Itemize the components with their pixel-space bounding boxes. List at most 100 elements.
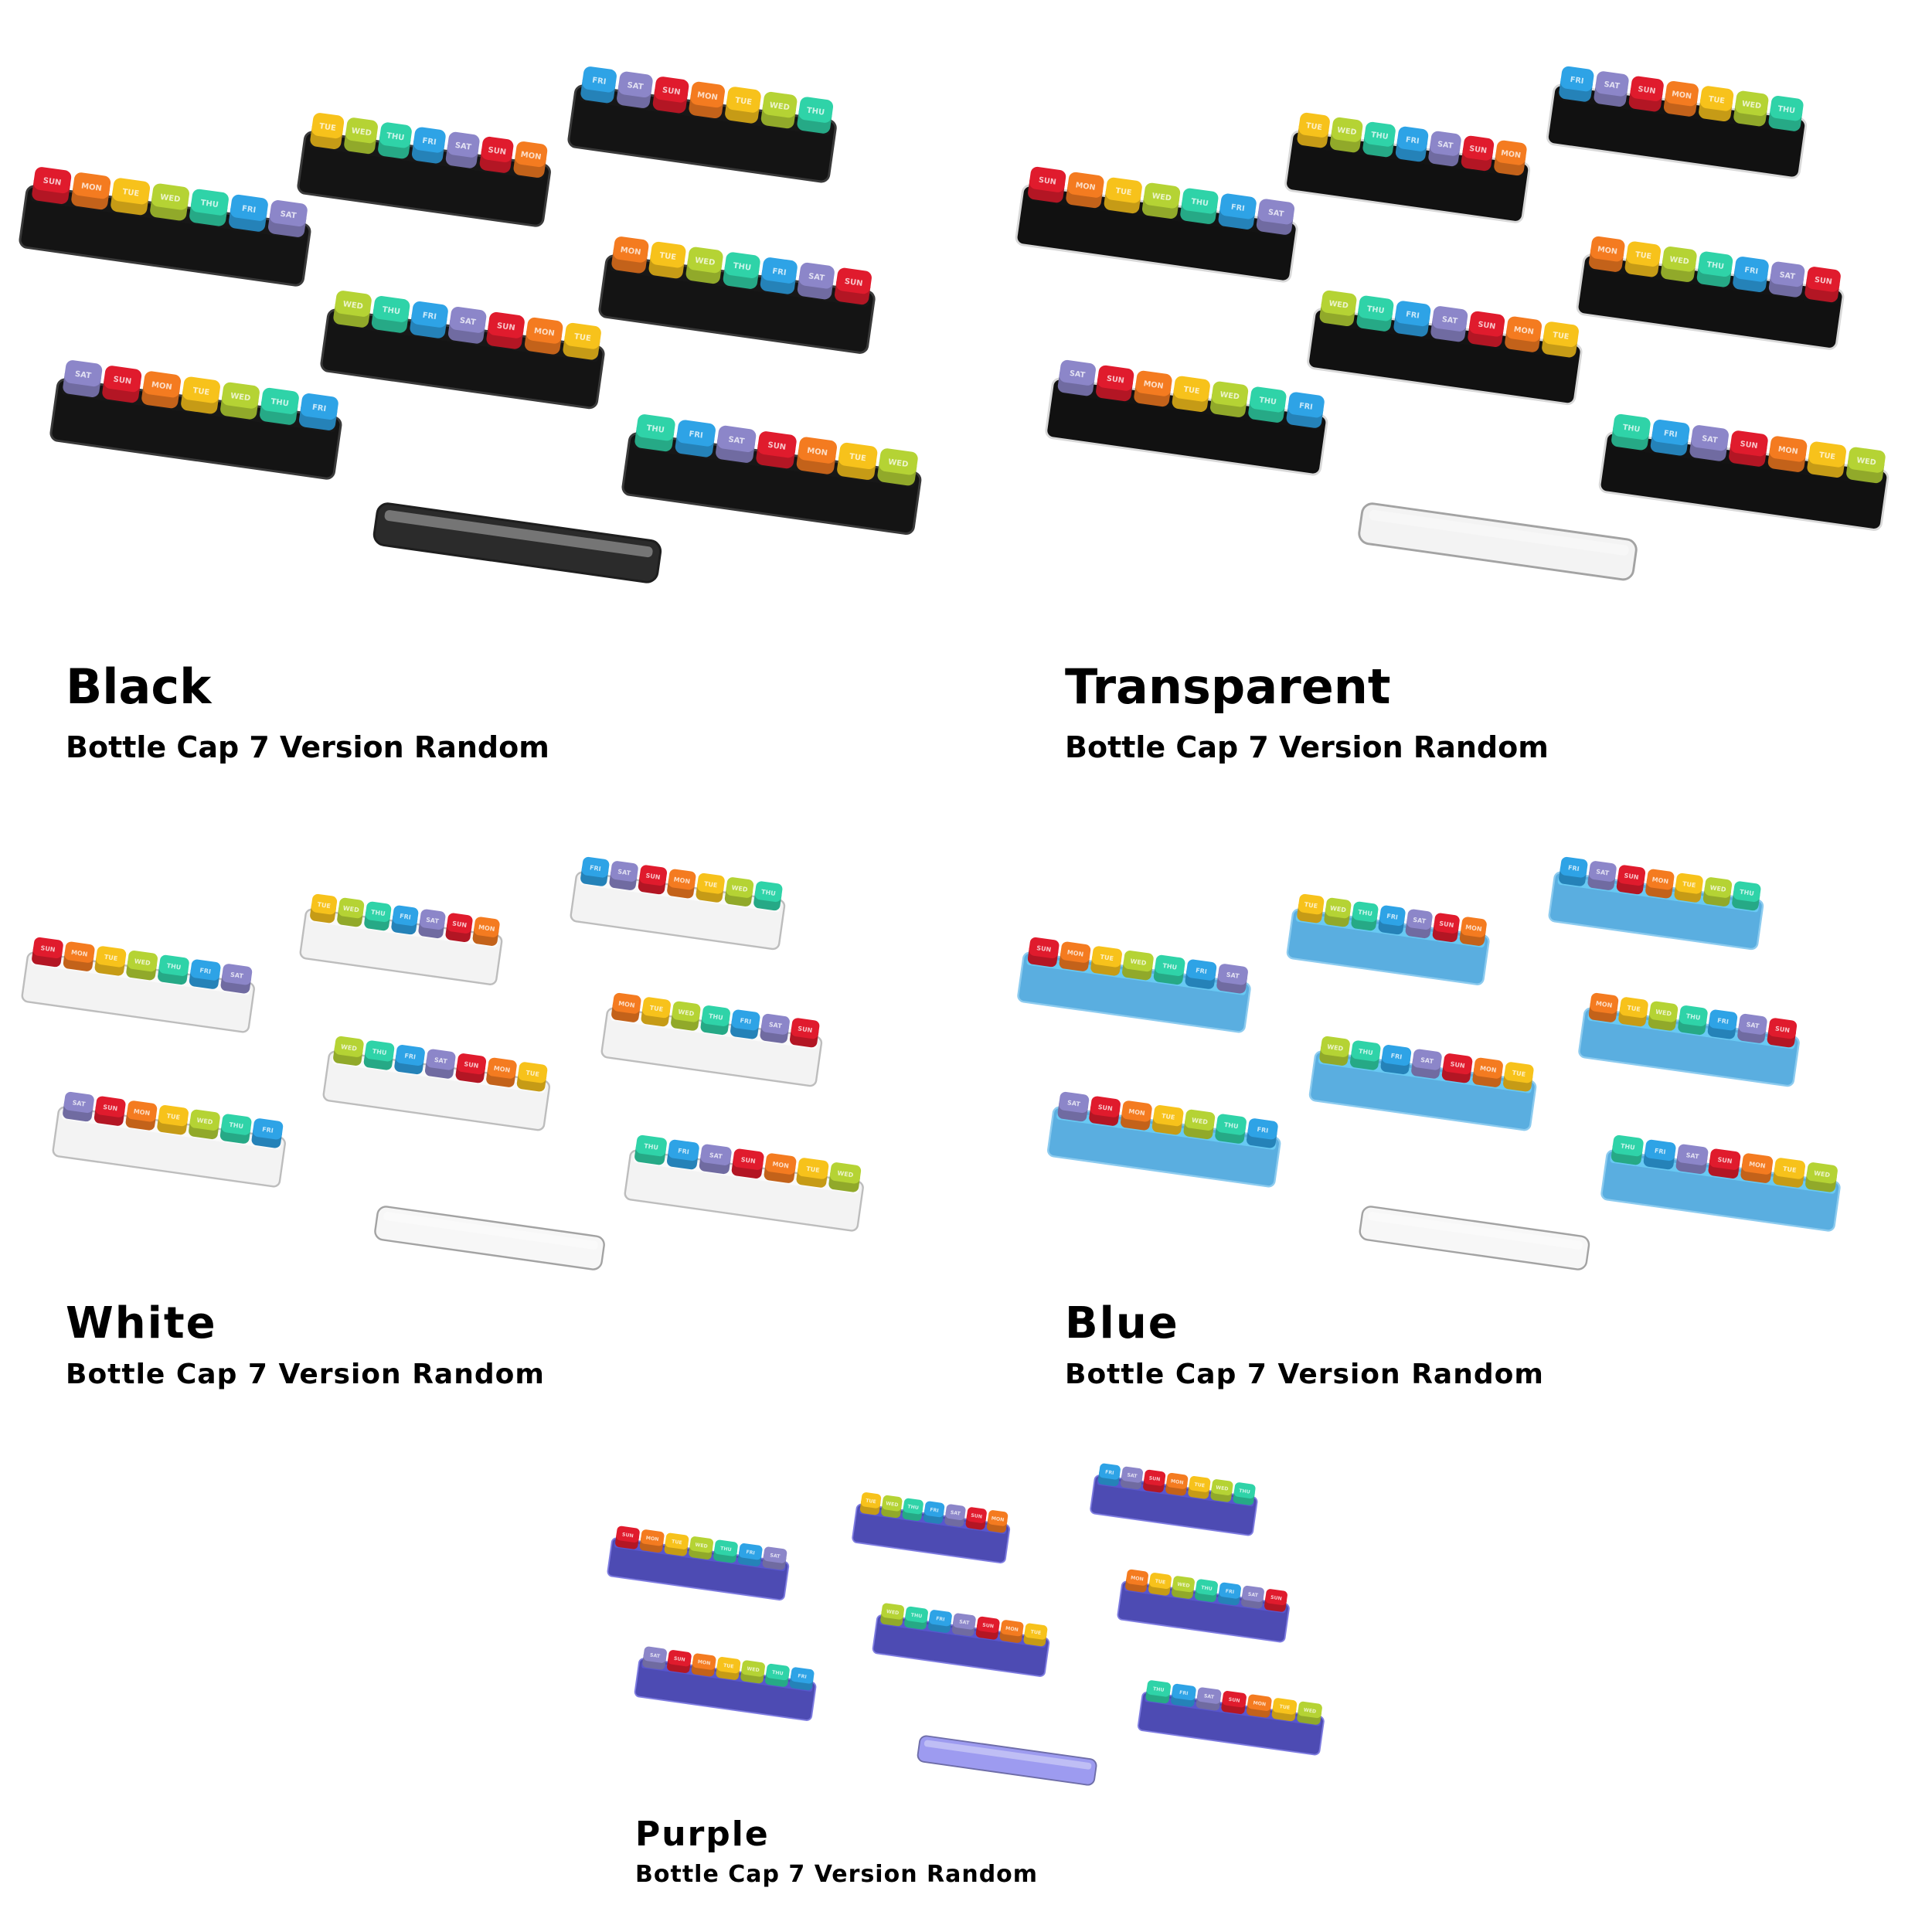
pill-cap: SUN	[667, 1650, 692, 1673]
pill-cap: THU	[158, 954, 189, 985]
pill-cap: TUE	[157, 1105, 189, 1135]
pill-cap: SUN	[790, 1018, 820, 1048]
pill-cap: FRI	[1218, 193, 1257, 230]
cap-day-label: MON	[620, 246, 641, 257]
pill-cap: THU	[1696, 251, 1733, 287]
pill-cap: FRI	[189, 959, 221, 989]
pill-cap: SUN	[102, 366, 142, 403]
pill-cap: FRI	[1378, 905, 1406, 935]
pill-cap: THU	[1732, 881, 1761, 911]
cap-day-label: TUE	[672, 1539, 682, 1546]
pill-cap: MON	[1247, 1694, 1272, 1718]
cap-day-label: SUN	[113, 376, 132, 386]
cap-day-label: SAT	[1127, 1472, 1138, 1479]
cap-day-label: SAT	[1247, 1592, 1259, 1599]
cap-day-label: FRI	[1386, 913, 1399, 921]
cap-day-label: FRI	[930, 1507, 939, 1514]
pill-cap: MON	[1134, 370, 1172, 407]
pill-cap: MON	[1459, 917, 1487, 946]
pill-cap: TUE	[1297, 112, 1330, 148]
pill-cap: MON	[125, 1100, 158, 1131]
cap-day-label: THU	[382, 305, 401, 316]
cap-day-label: THU	[229, 1121, 244, 1131]
cap-day-label: MON	[772, 1161, 790, 1170]
cap-day-label: SAT	[1746, 1021, 1760, 1029]
pill-cap: SAT	[424, 1049, 456, 1079]
cap-day-label: SUN	[798, 1025, 813, 1034]
pill-cap: TUE	[664, 1532, 689, 1556]
cap-day-label: MON	[70, 949, 88, 958]
cap-day-label: SAT	[72, 1099, 86, 1107]
pill-cap: WED	[1702, 877, 1733, 906]
pill-cap: TUE	[94, 946, 127, 976]
cap-day-label: THU	[1162, 962, 1178, 971]
pill-cap: FRI	[1733, 257, 1769, 293]
cap-day-label: FRI	[1567, 864, 1580, 872]
cap-day-label: SAT	[728, 435, 745, 446]
cap-day-label: THU	[646, 424, 665, 435]
cap-day-label: THU	[806, 107, 825, 117]
pill-cap: SUN	[94, 1096, 126, 1126]
cap-day-label: WED	[769, 101, 790, 113]
pill-cap: FRI	[789, 1667, 815, 1691]
cap-day-label: WED	[342, 905, 359, 914]
cap-day-label: TUE	[1100, 954, 1114, 962]
pill-cap: SUN	[445, 913, 473, 943]
pill-cap: SAT	[63, 1091, 94, 1122]
cap-day-label: TUE	[649, 1005, 664, 1013]
cap-day-label: SUN	[1638, 85, 1656, 96]
pill-cap: MON	[513, 141, 548, 178]
cap-day-label: SUN	[496, 321, 515, 332]
cap-day-label: SAT	[1069, 369, 1086, 380]
cap-day-label: MON	[1777, 445, 1798, 457]
pill-cap: SUN	[1708, 1148, 1741, 1179]
cap-day-label: WED	[196, 1117, 213, 1126]
cap-day-label: WED	[1669, 255, 1690, 266]
pill-cap: FRI	[229, 194, 268, 232]
cap-day-label: MON	[1651, 876, 1669, 886]
pill-cap: TUE	[1090, 946, 1122, 976]
pill-cap: TUE	[111, 178, 151, 216]
pill-cap: MON	[1645, 869, 1675, 899]
pill-cap: SUN	[1221, 1691, 1247, 1714]
pill-cap: WED	[689, 1536, 713, 1560]
variant-subtitle: Bottle Cap 7 Version Random	[635, 1861, 1039, 1888]
pill-cap: MON	[1059, 941, 1091, 971]
pill-cap: THU	[713, 1539, 738, 1563]
pill-cap: WED	[337, 897, 365, 927]
pill-cap: FRI	[580, 66, 617, 104]
cap-day-label: MON	[645, 1536, 658, 1543]
pill-cap: FRI	[1650, 420, 1690, 456]
cap-day-label: TUE	[659, 251, 677, 262]
cap-day-label: FRI	[422, 137, 437, 147]
pill-cap: WED	[1324, 897, 1352, 927]
pill-cap: THU	[260, 387, 299, 425]
cap-day-label: SUN	[767, 441, 787, 452]
pill-cap: SAT	[944, 1504, 966, 1527]
pill-cap: THU	[700, 1005, 730, 1036]
pill-cap: WED	[1297, 1701, 1322, 1725]
pill-cap: TUE	[796, 1158, 829, 1188]
pill-cap: FRI	[580, 856, 610, 886]
cap-day-label: SAT	[709, 1151, 723, 1160]
pill-cap: FRI	[730, 1009, 760, 1039]
pill-cap: TUE	[859, 1492, 882, 1515]
cap-day-label: MON	[1479, 1065, 1497, 1074]
pill-cap: SAT	[1241, 1585, 1264, 1609]
pill-cap: FRI	[1393, 301, 1431, 337]
pill-cap: THU	[1180, 188, 1219, 224]
cap-day-label: TUE	[1304, 901, 1318, 910]
pill-cap: THU	[1233, 1482, 1256, 1505]
pill-cap: MON	[986, 1510, 1009, 1533]
cap-day-label: SUN	[1740, 440, 1758, 451]
cap-day-label: SUN	[1774, 1025, 1790, 1034]
pill-cap: WED	[1172, 1576, 1195, 1599]
pill-cap: SAT	[1120, 1466, 1143, 1490]
cap-day-label: THU	[1358, 909, 1373, 918]
pill-cap: SUN	[1264, 1589, 1287, 1612]
